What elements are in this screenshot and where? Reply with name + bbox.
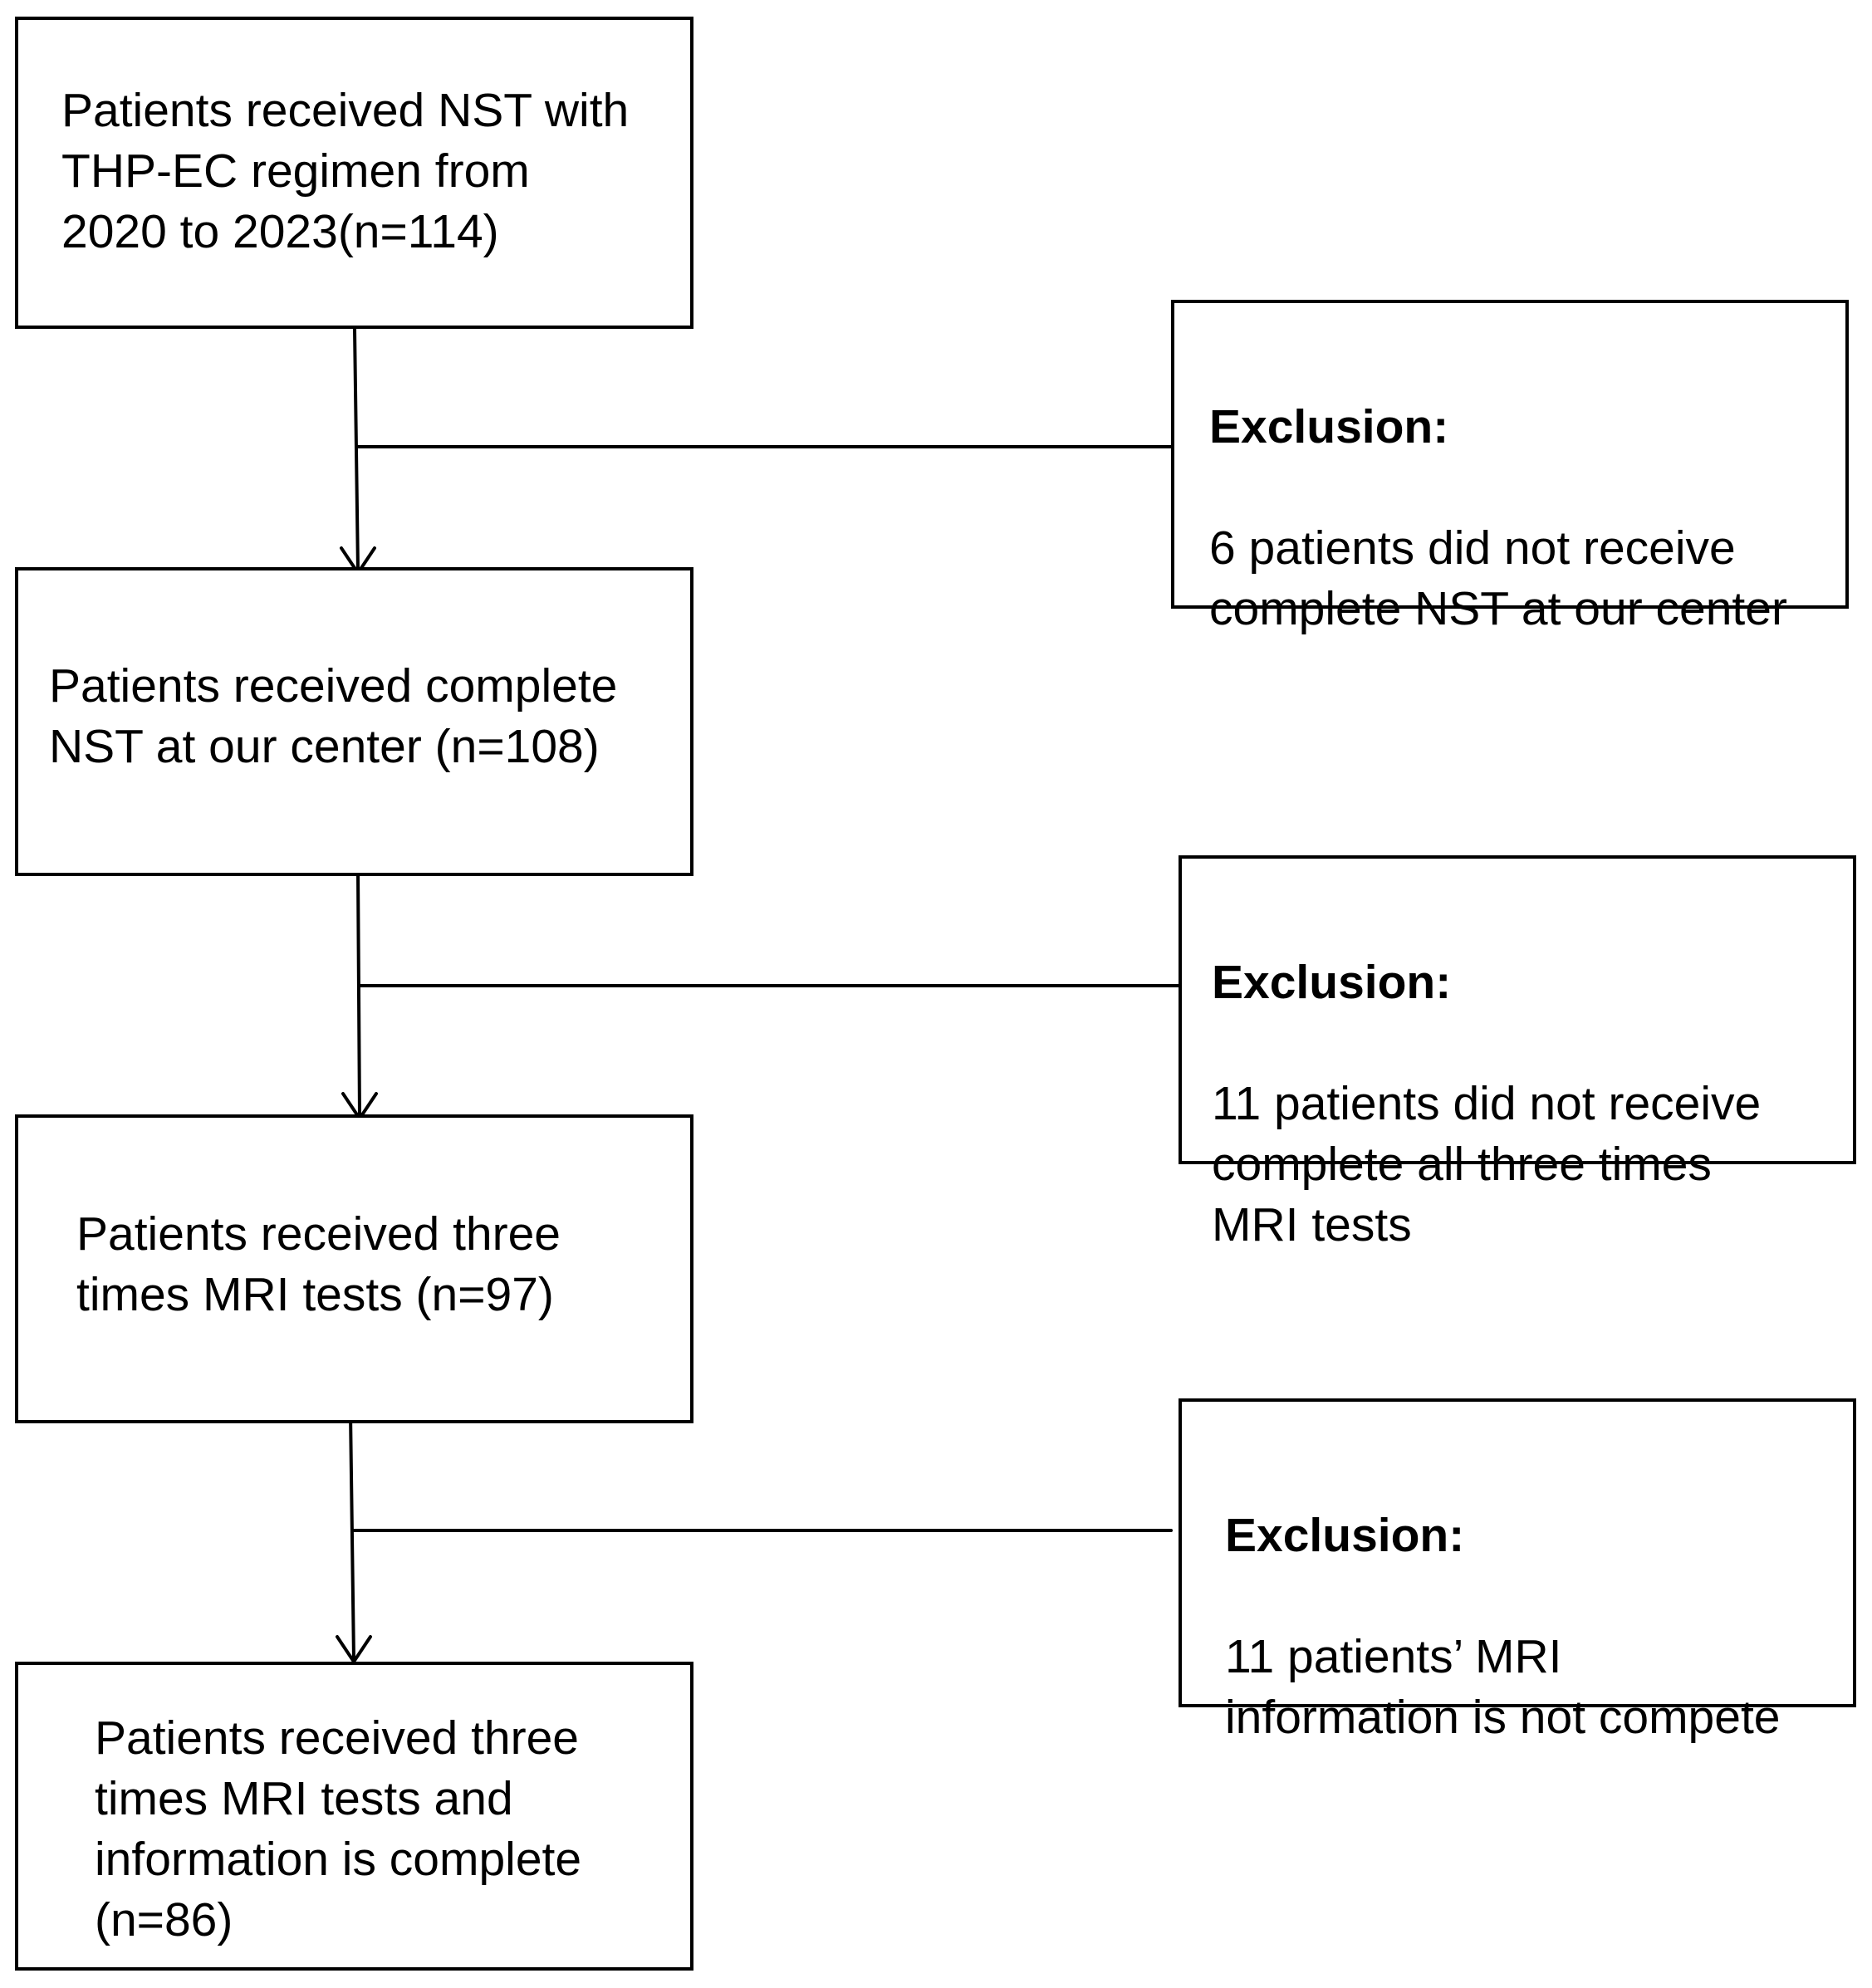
exclusion-box-1-text: 6 patients did not receive complete NST …: [1209, 521, 1787, 635]
flow-box-3-text: Patients received three times MRI tests …: [76, 1207, 561, 1321]
flow-box-2: Patients received complete NST at our ce…: [15, 567, 693, 876]
flow-box-2-text: Patients received complete NST at our ce…: [49, 659, 618, 773]
exclusion-box-3-text: 11 patients’ MRI information is not comp…: [1225, 1630, 1781, 1744]
flow-box-4: Patients received three times MRI tests …: [15, 1662, 693, 1971]
flow-box-1: Patients received NST with THP-EC regime…: [15, 17, 693, 329]
exclusion-box-2-content: Exclusion: 11 patients did not receive c…: [1212, 892, 1761, 1316]
flow-arrow-3: [349, 1412, 355, 1662]
exclusion-box-1-title: Exclusion:: [1209, 400, 1449, 453]
exclusion-box-3: Exclusion: 11 patients’ MRI information …: [1179, 1398, 1856, 1744]
exclusion-box-1: Exclusion: 6 patients did not receive co…: [1171, 300, 1849, 635]
exclusion-box-1-content: Exclusion: 6 patients did not receive co…: [1209, 336, 1787, 700]
flow-box-3: Patients received three times MRI tests …: [15, 1114, 693, 1423]
exclusion-box-3-content: Exclusion: 11 patients’ MRI information …: [1225, 1445, 1781, 1809]
exclusion-box-2-text: 11 patients did not receive complete all…: [1212, 1077, 1762, 1251]
exclusion-box-2: Exclusion: 11 patients did not receive c…: [1179, 855, 1856, 1251]
flow-box-1-text: Patients received NST with THP-EC regime…: [61, 84, 630, 258]
flow-box-4-text: Patients received three times MRI tests …: [95, 1711, 582, 1946]
flow-arrow-1: [353, 327, 360, 573]
flow-arrow-2: [356, 870, 361, 1119]
exclusion-box-3-title: Exclusion:: [1225, 1509, 1465, 1562]
exclusion-box-2-title: Exclusion:: [1212, 956, 1452, 1009]
